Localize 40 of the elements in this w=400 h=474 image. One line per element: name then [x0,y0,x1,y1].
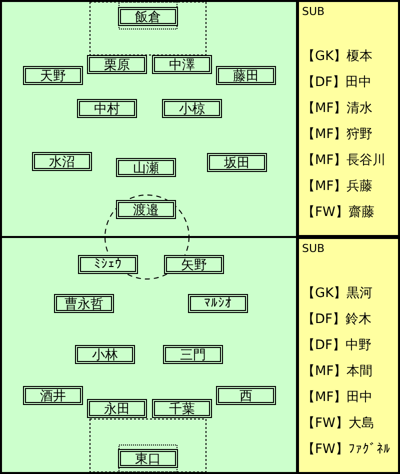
player-box: 酒井 [23,386,83,405]
substitute-entry: 【MF】兵藤 [302,179,373,194]
panel-heading: SUB [302,242,325,255]
player-box: 千葉 [152,399,212,418]
substitutes-panel [297,0,400,237]
substitute-entry: 【FW】大島 [302,416,374,431]
player-box: 曹永哲 [54,294,114,313]
player-box: 中村 [77,99,137,118]
substitute-entry: 【DF】鈴木 [302,312,372,327]
player-box: 天野 [23,66,83,85]
substitutes-panel [297,237,400,474]
substitute-entry: 【MF】清水 [302,101,373,116]
substitute-entry: 【GK】榎本 [302,49,373,64]
player-box: 中澤 [152,55,212,74]
player-box: ﾏﾙｼｵ [188,294,248,313]
substitute-entry: 【MF】狩野 [302,127,373,142]
substitute-entry: 【DF】田中 [302,75,372,90]
substitute-entry: 【FW】齋藤 [302,205,374,220]
player-box: 三門 [163,345,223,364]
player-box: 小椋 [162,99,222,118]
panel-heading: SUB [302,5,325,18]
substitute-entry: 【GK】黒河 [302,286,373,301]
player-box: 矢野 [164,255,224,274]
substitute-entry: 【MF】長谷川 [302,153,386,168]
player-box: 坂田 [207,153,267,172]
player-box: 永田 [87,399,147,418]
substitute-entry: 【MF】田中 [302,390,373,405]
player-box: 藤田 [216,66,276,85]
substitute-entry: 【MF】本間 [302,364,373,379]
substitute-entry: 【DF】中野 [302,338,372,353]
substitute-entry: 【FW】ﾌｧｸﾞﾈﾙ [302,442,390,457]
player-box: 西 [216,386,276,405]
player-box: 渡邉 [116,200,176,219]
player-box: 飯倉 [118,7,178,26]
player-box: 山瀬 [116,158,176,177]
player-box: 水沼 [32,152,92,171]
player-box: 東口 [118,449,178,468]
player-box: 栗原 [87,55,147,74]
player-box: 小林 [75,345,135,364]
player-box: ﾐｼｪｳ [78,255,138,274]
